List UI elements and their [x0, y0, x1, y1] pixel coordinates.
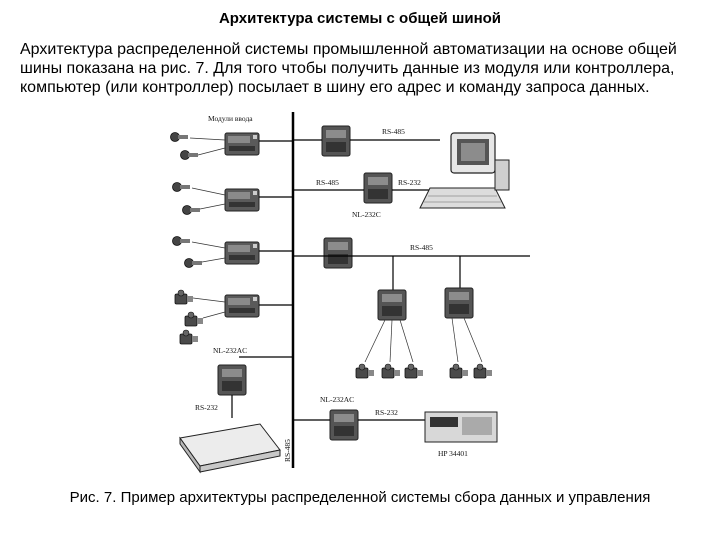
nl232c-label: NL-232C	[352, 210, 381, 219]
multimeter-icon: HP 34401	[424, 411, 498, 458]
rs485-mid-label: RS-485	[410, 243, 433, 252]
controller-module-icon: RS-485	[293, 125, 440, 157]
slide-paragraph: Архитектура распределенной системы промы…	[20, 41, 677, 96]
nl232ac-left-label: NL-232AC	[213, 346, 247, 355]
rs232-right-label: RS-232	[375, 408, 398, 417]
input-modules-label: Модули ввода	[208, 114, 253, 123]
computer-icon	[419, 132, 510, 209]
nl232ac-right-icon: NL-232AC RS-232	[293, 395, 425, 441]
slide-title: Архитектура системы с общей шиной	[218, 10, 502, 27]
figure-caption: Рис. 7. Пример архитектуры распределенно…	[69, 489, 651, 506]
valve-icon	[355, 317, 493, 379]
hp34401-label: HP 34401	[438, 449, 468, 458]
rs485-top-label: RS-485	[382, 127, 405, 136]
input-module-icon	[172, 182, 293, 215]
rs232-left-label: RS-232	[195, 403, 218, 412]
rs485-bus-label: RS-485	[283, 439, 292, 462]
modem-icon	[179, 423, 281, 474]
input-module-icon: Модули ввода	[170, 114, 293, 160]
rs485-left-label: RS-485	[316, 178, 339, 187]
nl232ac-right-label: NL-232AC	[320, 395, 354, 404]
rs232-pc-label: RS-232	[398, 178, 421, 187]
input-module-icon	[174, 289, 293, 345]
input-module-icon	[172, 236, 293, 268]
mid-controller-icon: RS-485	[293, 237, 530, 321]
nl232ac-left-icon: NL-232AC RS-232	[195, 346, 293, 418]
